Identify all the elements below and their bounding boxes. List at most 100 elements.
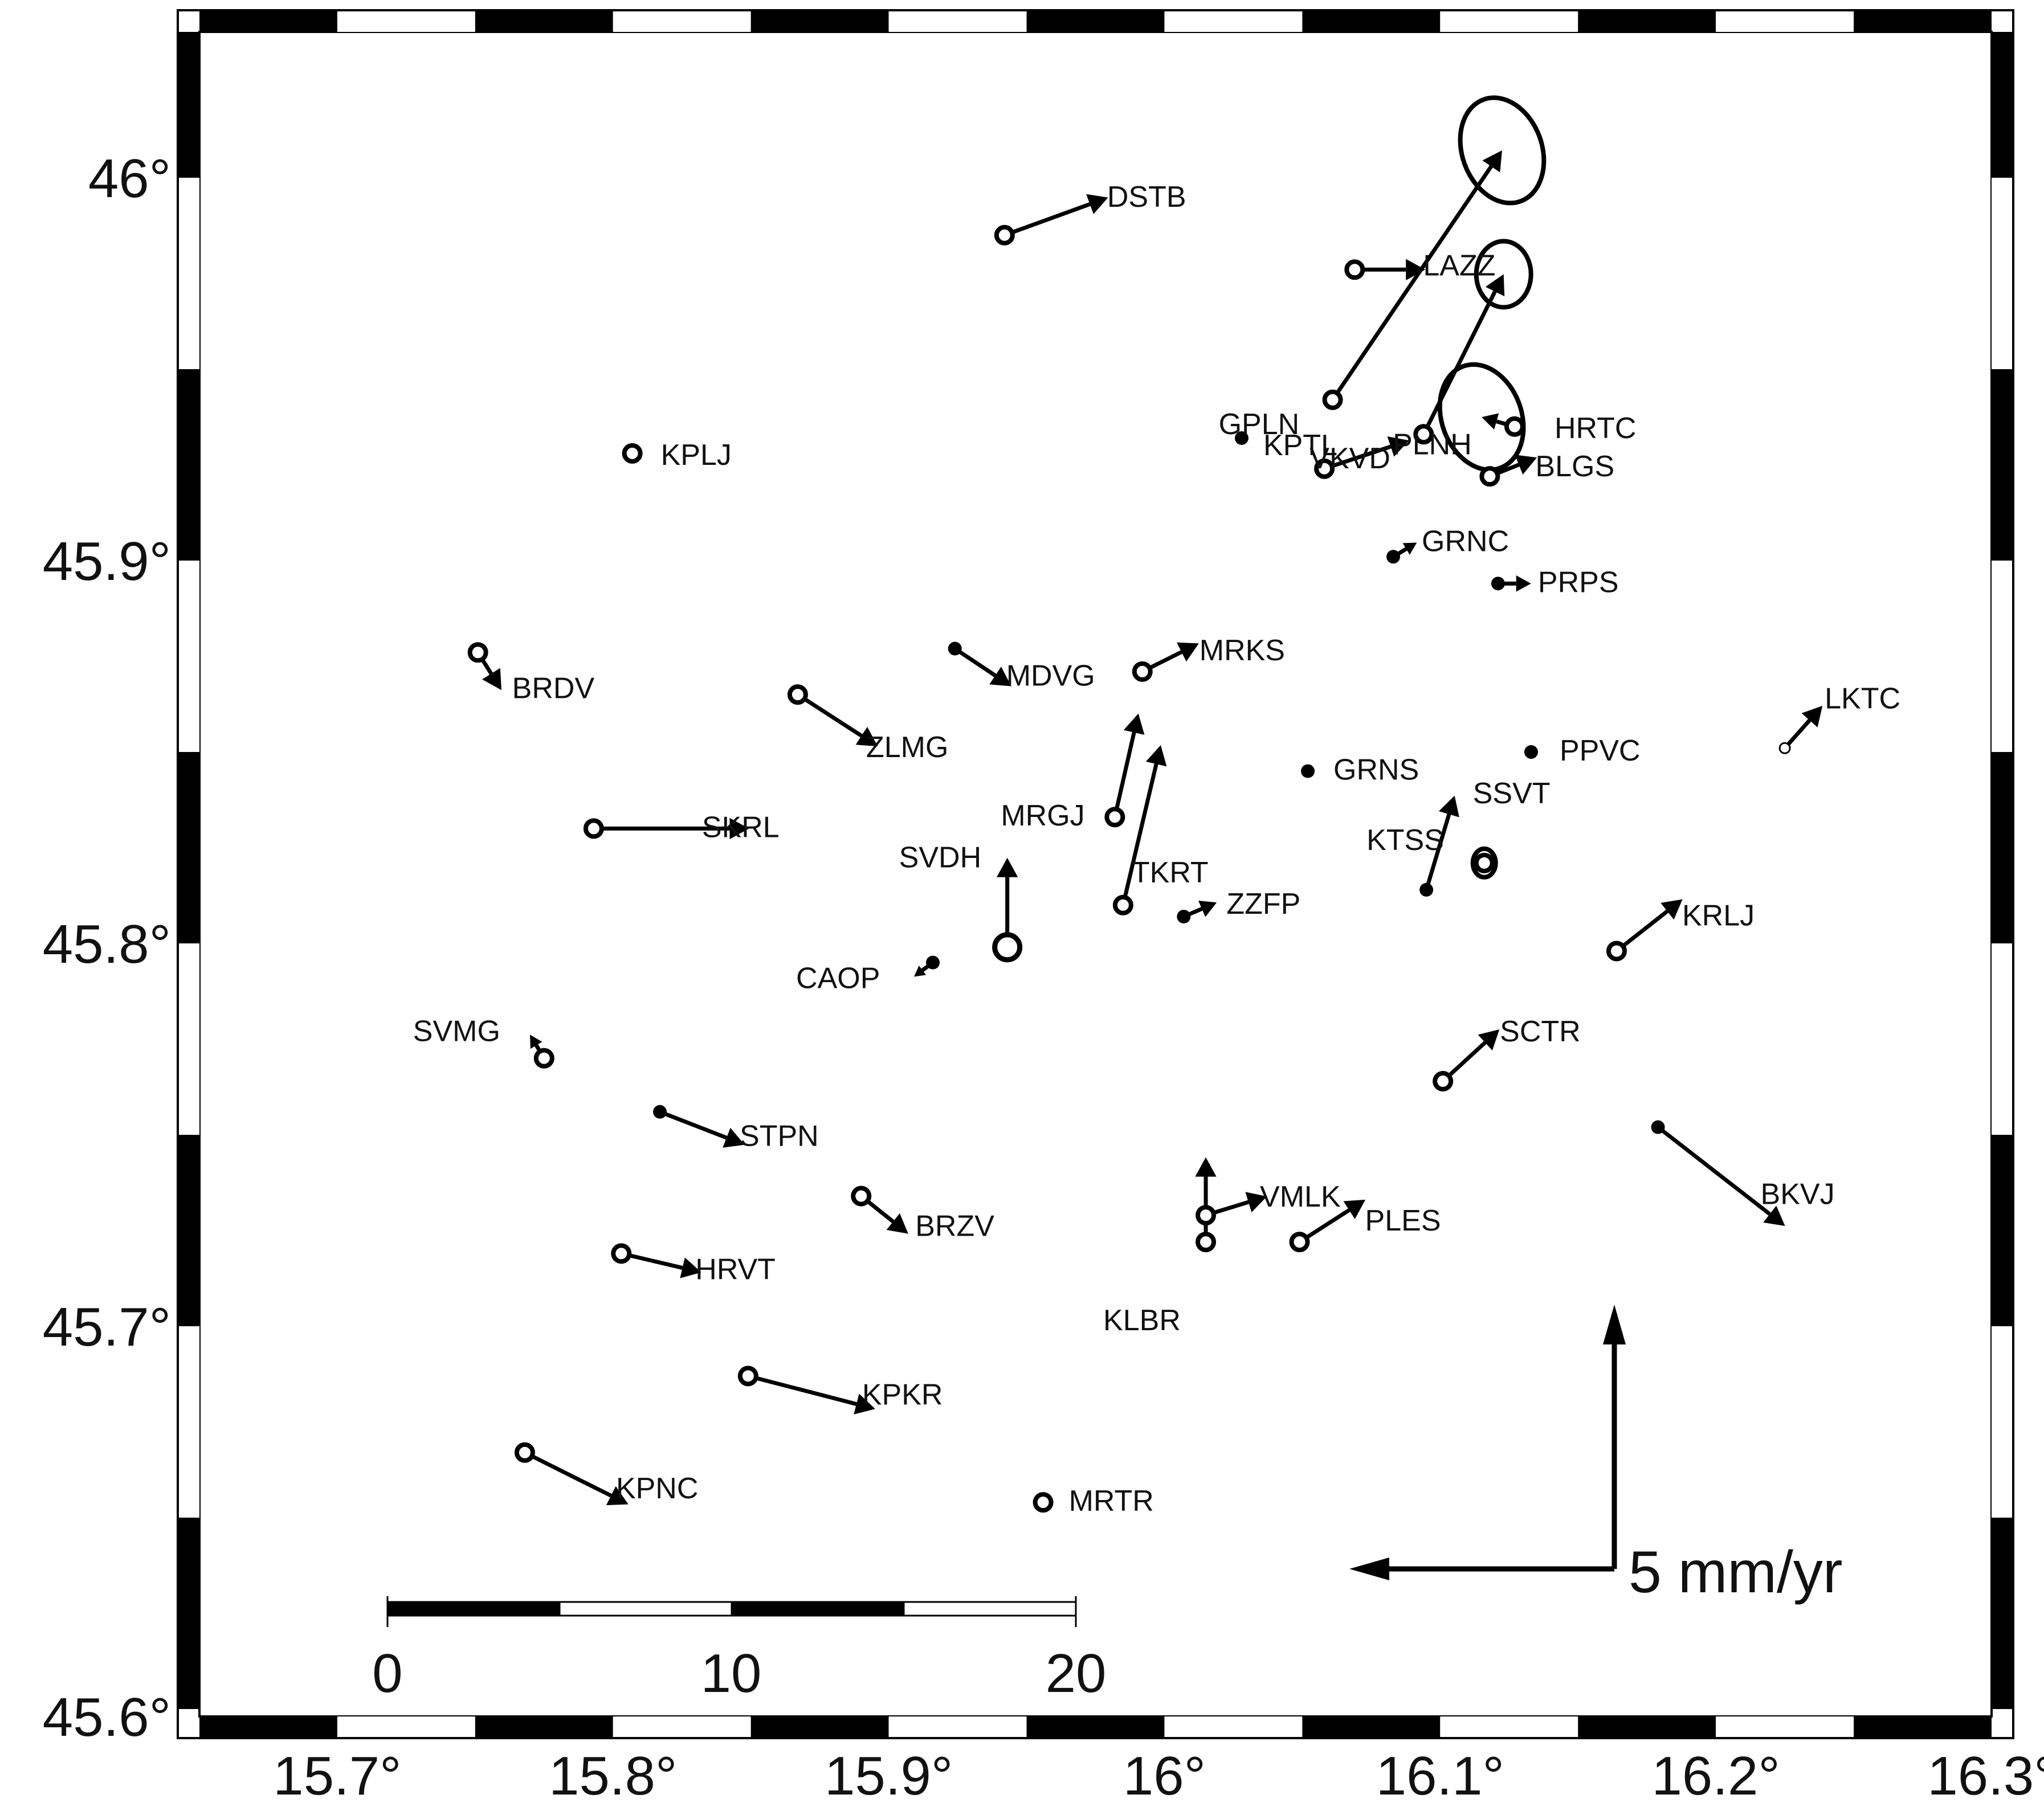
velocity-arrowhead-lktc (1801, 705, 1823, 727)
velocity-vector-bkvj (1657, 1125, 1771, 1216)
velocity-arrowhead-caop (913, 966, 926, 977)
station-label-svdh: SVDH (899, 841, 981, 874)
frame-left-band (178, 1135, 199, 1326)
station-label-ples: PLES (1365, 1204, 1441, 1237)
station-marker (1491, 577, 1505, 591)
station-marker (992, 932, 1023, 963)
station-marker (653, 1105, 667, 1119)
longitude-label: 15.7° (273, 1746, 401, 1806)
frame-left-band (178, 1518, 199, 1709)
error-ellipse (1470, 846, 1498, 880)
station-label-kptl: KPTL (1263, 429, 1337, 462)
station-label-brzv: BRZV (915, 1210, 994, 1243)
velocity-arrowhead-krlj (1661, 899, 1683, 920)
longitude-label: 16.3° (1927, 1746, 2044, 1806)
frame-bottom-band (1440, 1716, 1578, 1738)
frame-bottom-band (475, 1716, 613, 1738)
frame-top-band (613, 10, 751, 32)
frame-top-band (888, 10, 1027, 32)
velocity-arrowhead-svmg (530, 1035, 542, 1049)
frame-top-band (1854, 10, 1992, 32)
latitude-label: 45.6° (43, 1687, 171, 1748)
longitude-label: 16° (1123, 1746, 1206, 1806)
station-label-tkrt: TKRT (1132, 856, 1209, 889)
frame-bottom-band (1578, 1716, 1716, 1738)
station-label-gpln: GPLN (1219, 408, 1300, 441)
velocity-vector-mdvg (953, 647, 997, 677)
station-label-ppvc: PPVC (1560, 734, 1641, 767)
error-ellipse (1458, 95, 1547, 206)
velocity-arrowhead-bkvj (1763, 1205, 1785, 1227)
frame-top-band (1440, 10, 1578, 32)
station-marker (1606, 941, 1627, 962)
station-marker (851, 1186, 872, 1207)
frame-bottom-band (1302, 1716, 1441, 1738)
reference-vector: 5 mm/yr (1349, 1305, 1843, 1605)
frame-left-band (178, 369, 199, 561)
latitude-label: 45.9° (43, 531, 171, 592)
station-marker (1504, 416, 1525, 437)
frame-bottom-band (337, 1716, 475, 1738)
station-label-krlj: KRLJ (1682, 899, 1755, 932)
scale-bar-tick-20: 20 (1046, 1643, 1107, 1704)
frame-right-band (1992, 943, 2013, 1135)
station-label-mdvg: MDVG (1006, 660, 1095, 693)
station-label-hrtc: HRTC (1555, 412, 1636, 445)
station-label-zlmg: ZLMG (866, 731, 948, 764)
station-label-vmlk: VMLK (1260, 1180, 1341, 1213)
station-markers (467, 224, 1791, 1513)
frame-bottom-band (888, 1716, 1027, 1738)
station-marker (1104, 807, 1125, 828)
frame-bottom-band (613, 1716, 751, 1738)
frame-right-band (1992, 1518, 2013, 1709)
frame-bottom-band (199, 1716, 337, 1738)
frame-top-band (1026, 10, 1165, 32)
longitude-label: 16.1° (1376, 1746, 1504, 1806)
station-label-kpnc: KPNC (616, 1472, 698, 1505)
velocity-arrowhead-vkvd (1485, 274, 1505, 297)
station-marker (1322, 389, 1343, 410)
velocity-vector-gpln (1331, 165, 1493, 401)
station-label-zzfp: ZZFP (1226, 888, 1300, 921)
frame-top-band (1302, 10, 1441, 32)
station-label-klbr: KLBR (1103, 1304, 1181, 1337)
station-marker (1651, 1120, 1665, 1134)
frame-top-band (337, 10, 475, 32)
station-label-kplj: KPLJ (661, 439, 732, 472)
longitude-label: 15.9° (825, 1746, 953, 1806)
frame-top-band (475, 10, 613, 32)
station-label-sctr: SCTR (1500, 1015, 1581, 1048)
frame-bottom-band (1854, 1716, 1992, 1738)
velocity-arrowhead-vmlk (1245, 1192, 1267, 1212)
velocity-vector-kpnc (524, 1450, 612, 1498)
station-label-brdv: BRDV (512, 672, 595, 705)
velocity-vector-vkvd (1422, 291, 1497, 435)
frame-outline (177, 9, 2014, 1739)
velocity-arrowhead-grnc (1402, 542, 1417, 555)
station-label-plnh: PLNH (1393, 428, 1472, 461)
station-label-bkvj: BKVJ (1761, 1178, 1835, 1211)
station-label-ktss: KTSS (1366, 824, 1444, 857)
station-marker (514, 1442, 535, 1463)
station-marker (1112, 894, 1133, 915)
velocity-arrowhead-prps (1516, 575, 1531, 592)
velocity-arrowhead-kpnc (606, 1486, 629, 1506)
frame-inner (198, 31, 1993, 1718)
velocity-vector-zlmg (797, 693, 863, 738)
frame-left-band (178, 32, 199, 178)
frame-bottom-band (1716, 1716, 1854, 1738)
frame-top-band (199, 10, 337, 32)
latitude-axis-labels: 45.6°45.7°45.8°45.9°46° (43, 148, 171, 1748)
station-marker (1524, 745, 1538, 759)
velocity-arrowhead-brzv (886, 1213, 908, 1234)
frame-left-band (178, 1326, 199, 1518)
station-label-skrl: SKRL (702, 811, 780, 844)
station-marker (1132, 661, 1153, 682)
station-marker (1386, 550, 1401, 564)
station-label-prps: PRPS (1538, 566, 1619, 599)
velocity-arrowhead-hrvt (680, 1257, 701, 1278)
scale-bar: 0 10 20 (372, 1596, 1106, 1704)
velocity-arrowhead-dstb (1086, 194, 1108, 214)
